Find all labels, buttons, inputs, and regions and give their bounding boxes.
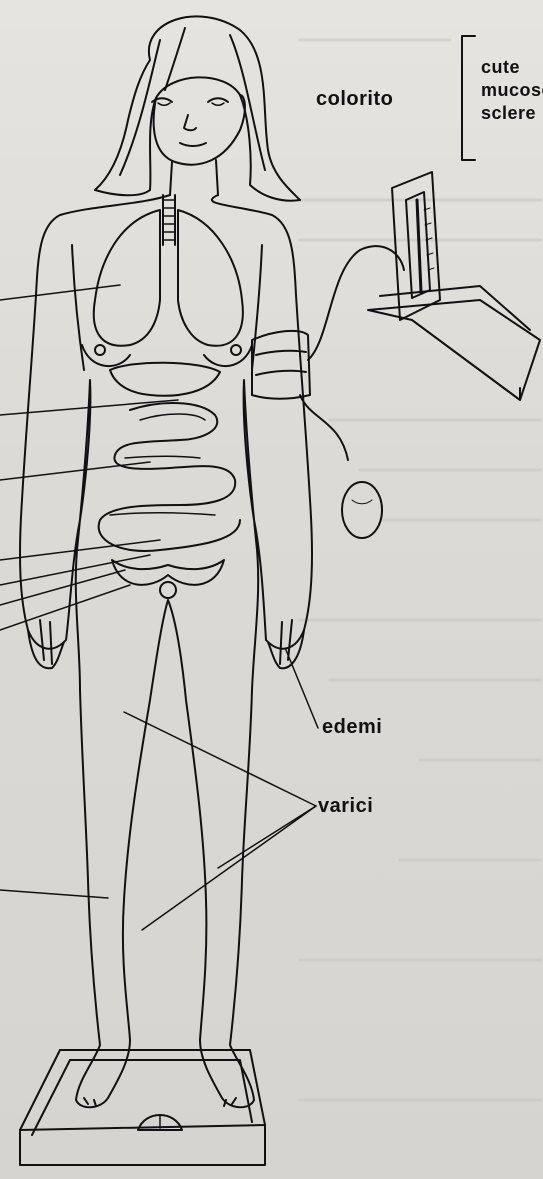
lung-left: [94, 210, 160, 346]
colorito-bracket: [462, 36, 475, 160]
label-edemi: edemi: [322, 716, 382, 739]
nose: [184, 115, 196, 130]
hair: [95, 16, 300, 200]
lung-right: [178, 210, 243, 346]
label-sclere: sclere: [481, 102, 536, 125]
intestines: [99, 403, 240, 551]
trachea: [163, 195, 175, 245]
sphygmomanometer: [252, 172, 540, 538]
label-varici: varici: [318, 795, 373, 818]
pointer-lines: [0, 285, 318, 930]
body-outline: [20, 195, 312, 1107]
liver: [110, 363, 220, 396]
face: [154, 95, 245, 165]
right-hand: [268, 620, 304, 668]
mouth: [180, 143, 206, 146]
label-mucose: mucose: [481, 79, 543, 102]
background-texture: [300, 40, 540, 1100]
eyes: [152, 98, 228, 102]
label-colorito: colorito: [316, 88, 393, 111]
weight-scale: [20, 1050, 265, 1165]
left-hand: [28, 620, 64, 668]
label-cute: cute: [481, 56, 520, 79]
